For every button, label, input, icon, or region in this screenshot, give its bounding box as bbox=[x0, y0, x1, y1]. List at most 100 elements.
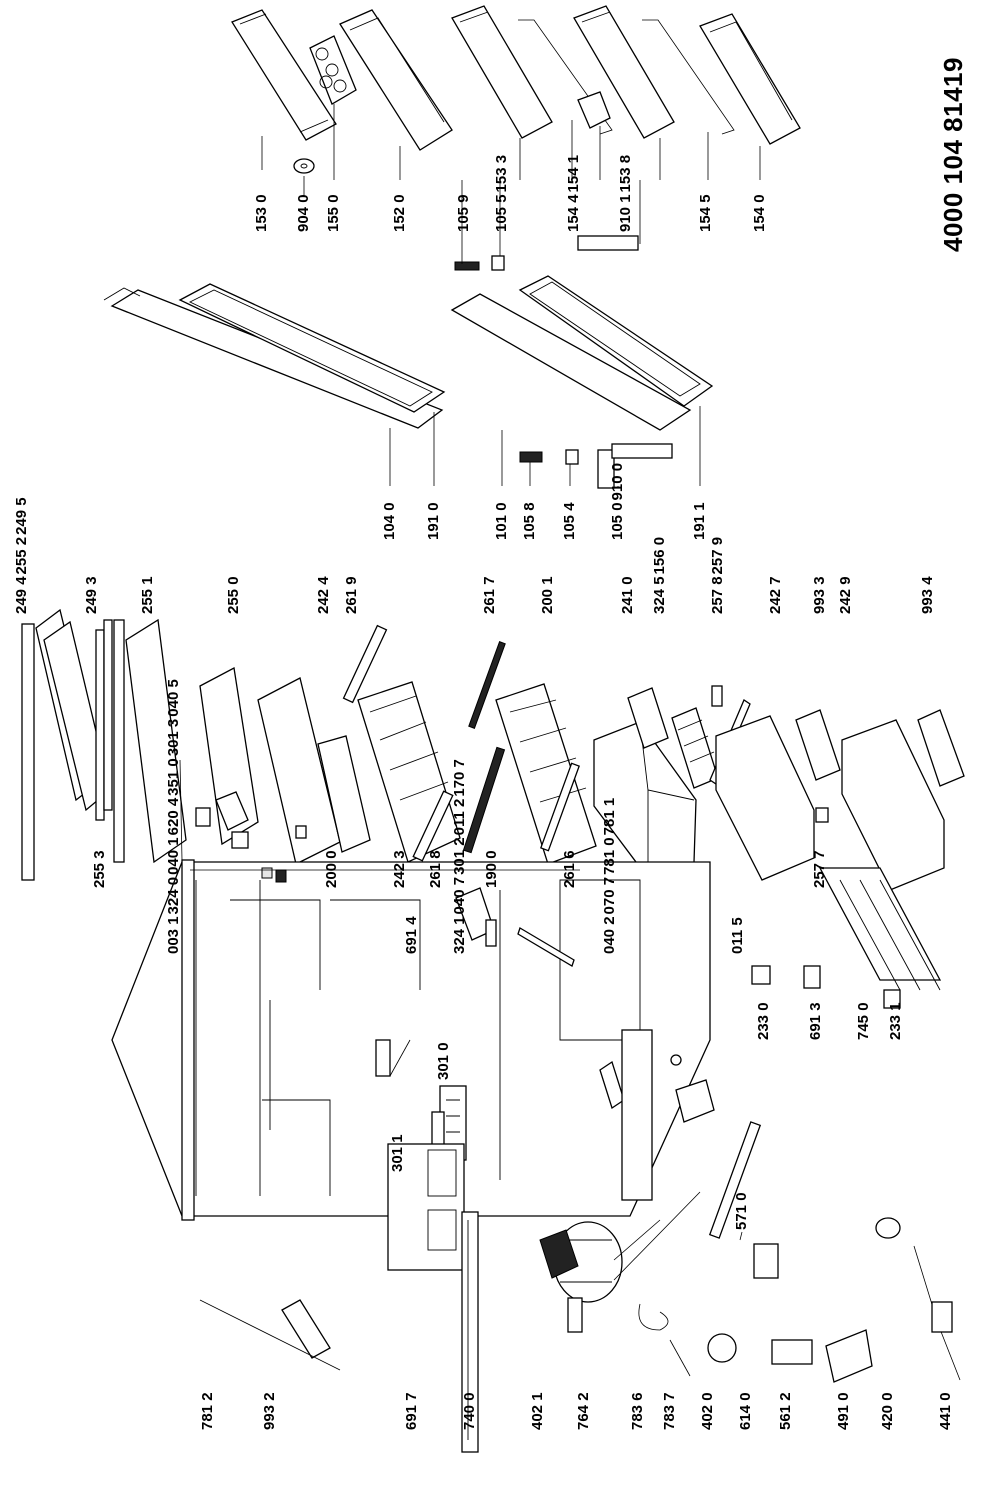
handle-910-1 bbox=[577, 235, 639, 251]
label-255-2: 255 2 bbox=[13, 536, 30, 575]
relay-614-0 bbox=[707, 1333, 737, 1363]
label-249-3: 249 3 bbox=[83, 576, 100, 614]
label-561-2: 561 2 bbox=[777, 1392, 794, 1430]
label-910-1: 910 1 bbox=[617, 194, 634, 232]
clip-257-7 bbox=[815, 807, 829, 823]
label-105-0: 105 0 bbox=[609, 502, 626, 540]
handle-105-0 bbox=[597, 449, 615, 489]
label-group-154-4: 154 4 154 1 bbox=[565, 154, 582, 232]
document-number: 4000 104 81419 bbox=[938, 57, 968, 252]
handle-257-8 bbox=[711, 685, 723, 707]
label-261-6: 261 6 bbox=[561, 850, 578, 888]
drawer-front-993-4 bbox=[917, 709, 965, 787]
label-781-0: 781 0 bbox=[601, 837, 618, 875]
cover-040-7 bbox=[485, 919, 497, 947]
label-301-2: 301 2 bbox=[451, 837, 468, 875]
label-324-1: 324 1 bbox=[451, 916, 468, 954]
wire-783-7 bbox=[669, 1339, 691, 1377]
label-255-0: 255 0 bbox=[225, 576, 242, 614]
shelf-trim-249-5 bbox=[103, 619, 113, 811]
crisper-cover-242-4 bbox=[317, 735, 371, 853]
hinge-105-5 bbox=[491, 255, 505, 271]
label-200-1: 200 1 bbox=[539, 576, 556, 614]
label-324-5: 324 5 bbox=[651, 576, 668, 614]
light-panel-691-7 bbox=[387, 1143, 465, 1271]
label-781-2: 781 2 bbox=[199, 1392, 216, 1430]
label-153-0: 153 0 bbox=[253, 194, 270, 232]
hinge-105-4 bbox=[565, 449, 579, 465]
label-group-105-0: 105 0 910 0 bbox=[609, 463, 626, 540]
door-shelf-153-8 bbox=[573, 5, 675, 139]
door-shelf-153-3 bbox=[451, 5, 553, 139]
label-441-0: 441 0 bbox=[937, 1392, 954, 1430]
label-242-3: 242 3 bbox=[391, 850, 408, 888]
label-257-8: 257 8 bbox=[709, 576, 726, 614]
label-200-0: 200 0 bbox=[323, 850, 340, 888]
label-152-0: 152 0 bbox=[391, 194, 408, 232]
label-154-5: 154 5 bbox=[697, 194, 714, 232]
glass-shelf-255-1 bbox=[113, 618, 187, 864]
label-154-4: 154 4 bbox=[565, 194, 582, 232]
shelf-trim-249-3 bbox=[95, 629, 105, 821]
rail-011-5 bbox=[708, 1121, 762, 1239]
label-261-8: 261 8 bbox=[427, 850, 444, 888]
wire-rack-745-0 bbox=[818, 867, 942, 991]
rail-261-6 bbox=[540, 762, 580, 852]
label-233-0: 233 0 bbox=[755, 1002, 772, 1040]
label-324-0: 324 0 bbox=[165, 876, 182, 915]
label-691-4: 691 4 bbox=[403, 916, 420, 954]
leader-lines bbox=[179, 104, 761, 1281]
bar-011-2 bbox=[517, 927, 575, 967]
rod-781-2 bbox=[199, 1299, 341, 1371]
label-group-003-1: 003 1 324 0 040 1 620 4 351 0 301 3 040 … bbox=[165, 679, 182, 954]
label-745-0: 745 0 bbox=[855, 1002, 872, 1040]
label-040-7: 040 7 bbox=[451, 876, 468, 915]
label-group-040-2: 040 2 070 7 781 0 781 1 bbox=[601, 798, 618, 954]
drawer-front-324-5 bbox=[627, 687, 669, 749]
motor-571-0 bbox=[753, 1243, 779, 1279]
label-691-7: 691 7 bbox=[403, 1392, 420, 1430]
part-233-1 bbox=[883, 989, 901, 1009]
label-154-1: 154 1 bbox=[565, 154, 582, 193]
rail-261-9 bbox=[342, 624, 388, 704]
label-904-0: 904 0 bbox=[295, 194, 312, 232]
label-993-4: 993 4 bbox=[919, 576, 936, 614]
label-993-2: 993 2 bbox=[261, 1392, 278, 1430]
label-156-0: 156 0 bbox=[651, 536, 668, 575]
label-261-7: 261 7 bbox=[481, 576, 498, 614]
label-170-7: 170 7 bbox=[451, 759, 468, 797]
label-420-0: 420 0 bbox=[879, 1392, 896, 1430]
bracket-040-5 bbox=[295, 825, 307, 839]
rail-261-8 bbox=[412, 790, 454, 862]
rail-154-5 bbox=[642, 19, 735, 135]
label-255-3: 255 3 bbox=[91, 850, 108, 888]
label-group-257-8: 257 8 257 9 bbox=[709, 537, 726, 614]
label-011-5: 011 5 bbox=[729, 917, 746, 954]
label-105-9: 105 9 bbox=[455, 194, 472, 232]
bottle-shelf-152-0 bbox=[339, 9, 453, 151]
label-257-7: 257 7 bbox=[811, 850, 828, 888]
hinge-105-9 bbox=[454, 261, 480, 271]
label-040-2: 040 2 bbox=[601, 916, 618, 954]
label-040-5: 040 5 bbox=[165, 679, 182, 717]
thermostat-301-3 bbox=[275, 869, 287, 883]
freezer-drawer-242-9 bbox=[841, 719, 945, 891]
label-301-0: 301 0 bbox=[435, 1042, 452, 1080]
clip-154-1 bbox=[577, 91, 611, 129]
knob-781-0 bbox=[670, 1054, 682, 1066]
label-764-2: 764 2 bbox=[575, 1392, 592, 1430]
light-cover-691-4 bbox=[375, 1039, 391, 1077]
wire-basket-200-1 bbox=[495, 683, 597, 865]
label-003-1: 003 1 bbox=[165, 916, 182, 954]
label-153-3: 153 3 bbox=[493, 154, 510, 193]
rail-261-7 bbox=[468, 641, 506, 729]
label-233-1: 233 1 bbox=[887, 1002, 904, 1040]
label-153-8: 153 8 bbox=[617, 154, 634, 193]
hinge-105-8 bbox=[519, 451, 543, 463]
label-105-8: 105 8 bbox=[521, 502, 538, 540]
capacitor-420-0 bbox=[875, 1217, 901, 1239]
label-620-4: 620 4 bbox=[165, 797, 182, 836]
label-402-0: 402 0 bbox=[699, 1392, 716, 1430]
label-614-0: 614 0 bbox=[737, 1392, 754, 1430]
label-104-0: 104 0 bbox=[381, 502, 398, 540]
